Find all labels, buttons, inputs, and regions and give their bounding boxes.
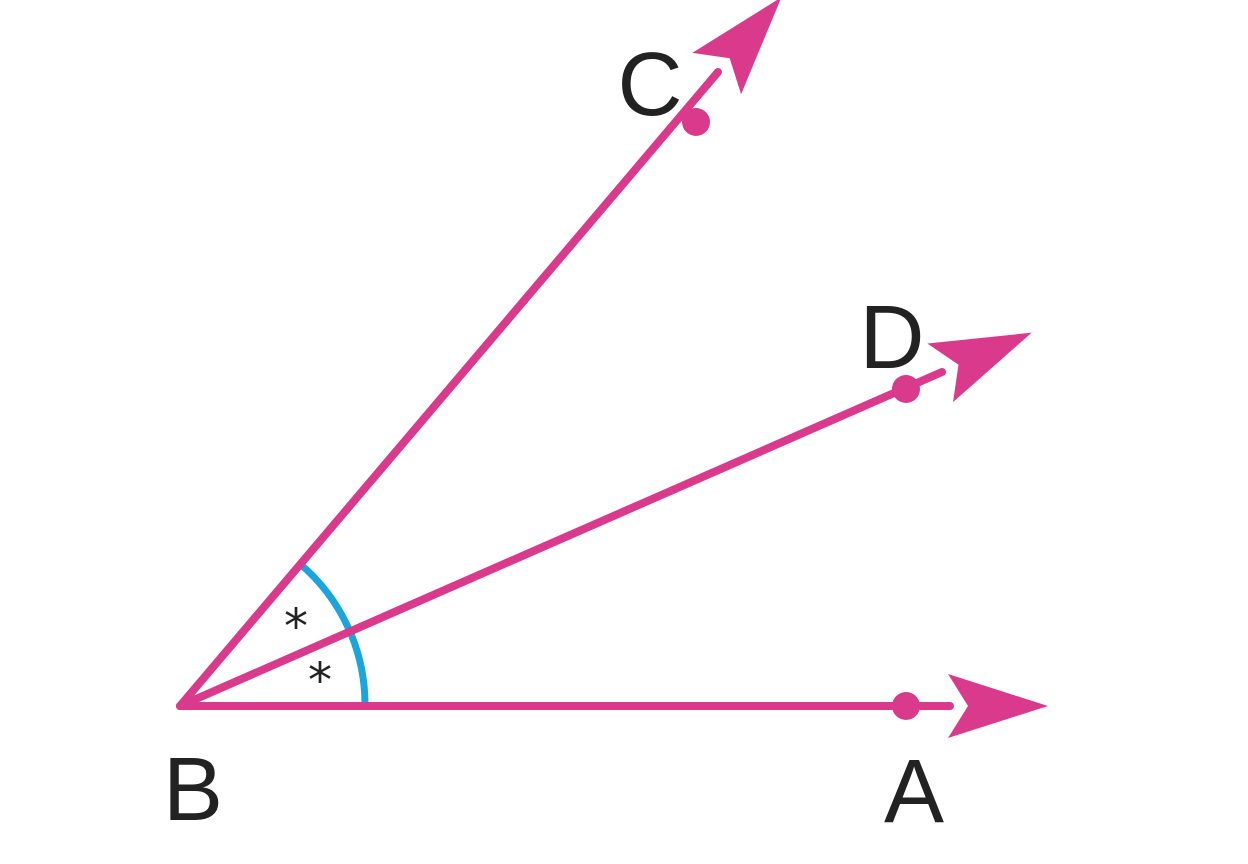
- point-c-dot: [682, 108, 710, 136]
- label-d: D: [860, 288, 925, 388]
- angle-arc: [296, 560, 369, 707]
- label-b: B: [163, 740, 223, 840]
- label-a: A: [884, 742, 944, 842]
- ray-bd: [176, 332, 1032, 710]
- label-c: C: [618, 35, 683, 135]
- point-a-dot: [892, 692, 920, 720]
- point-d-dot: [892, 375, 920, 403]
- angle-mark-upper: *: [284, 599, 308, 655]
- ray-bc: [176, 0, 782, 710]
- angle-mark-lower: *: [308, 653, 332, 709]
